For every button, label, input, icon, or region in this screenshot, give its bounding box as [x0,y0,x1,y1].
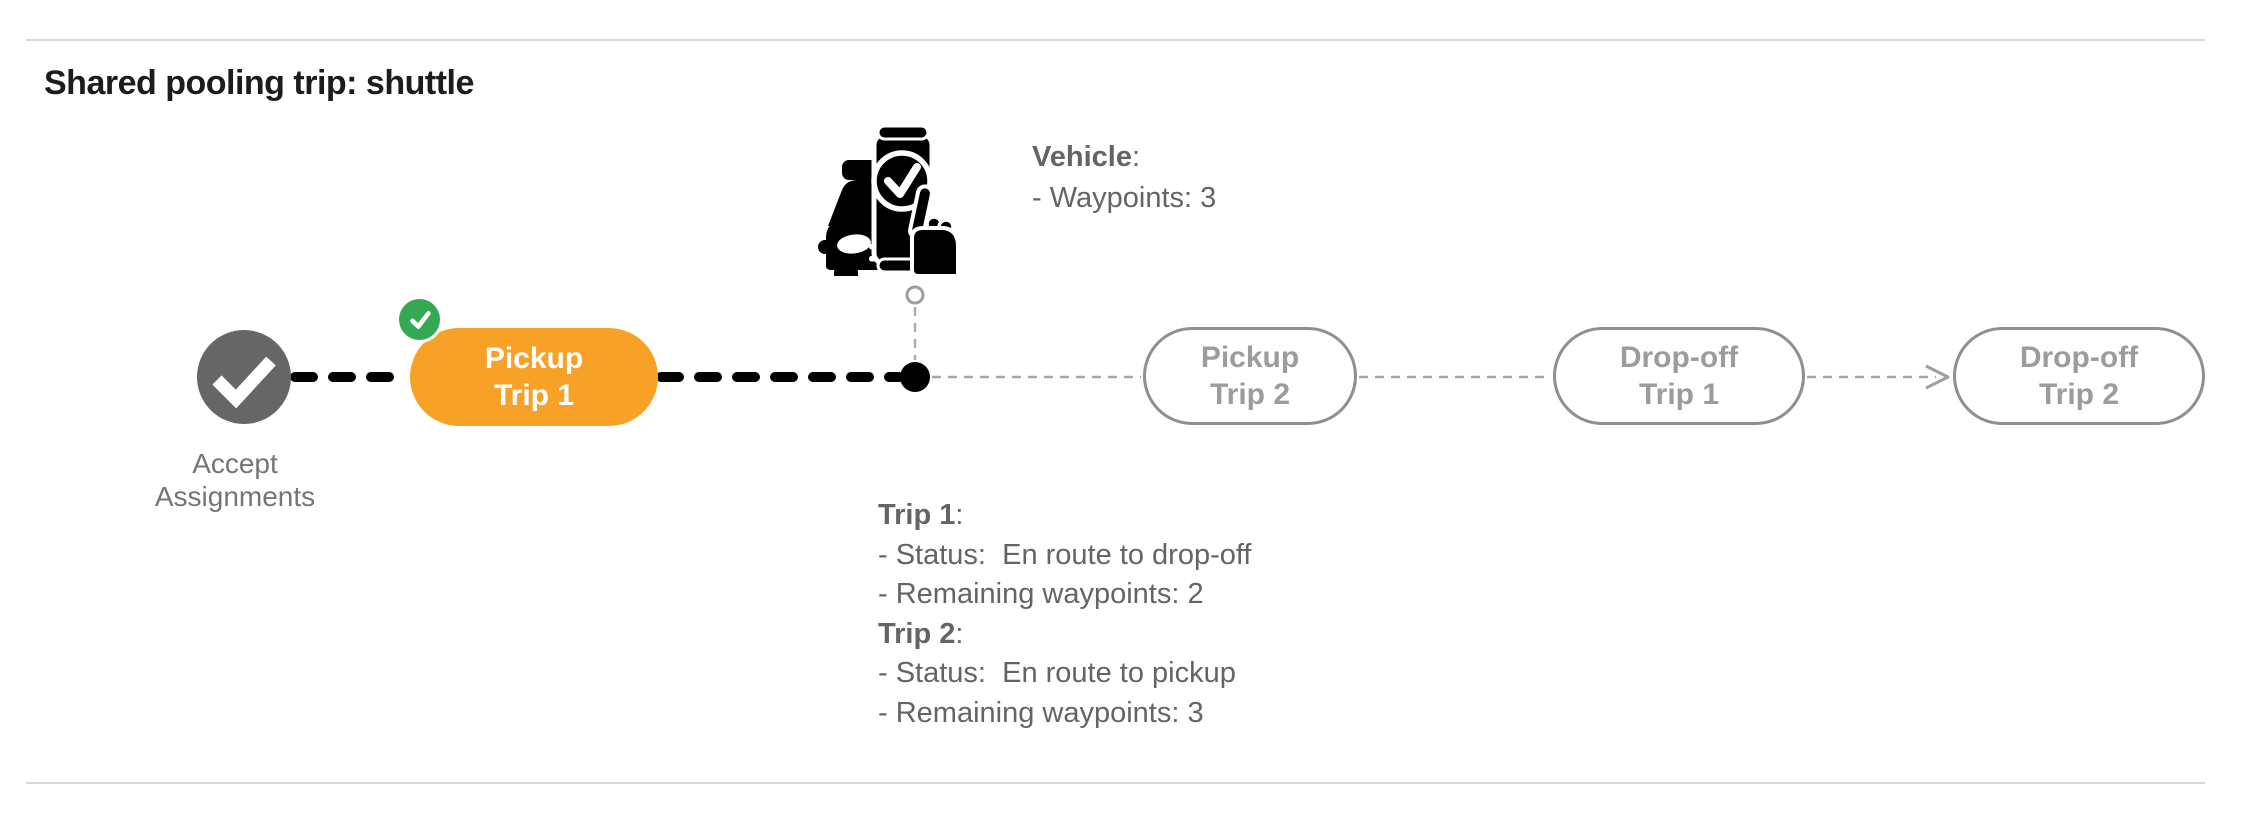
node-accept-assignments [197,330,291,424]
trip1-status: - Status: En route to drop-off [878,538,1252,571]
node-pickup-trip-1: Pickup Trip 1 [410,328,658,426]
vehicle-marker-circle [905,285,925,305]
vehicle-info-waypoints: - Waypoints: 3 [1032,182,1217,214]
trip2-status: - Status: En route to pickup [878,657,1236,689]
check-badge-icon [396,296,443,343]
trip2-remaining-waypoints: - Remaining waypoints: 3 [878,696,1204,729]
trip-info-block: Trip 1: - Status: En route to drop-off -… [878,496,1251,733]
trip2-heading: Trip 2: [878,617,964,650]
check-icon [409,310,431,329]
vehicle-info-block: Vehicle: - Waypoints: 3 [1032,137,1216,219]
page-title: Shared pooling trip: shuttle [44,64,474,102]
vehicle-info-heading: Vehicle: [1032,141,1141,173]
check-icon [212,356,276,409]
node-dropoff-trip-1: Drop-off Trip 1 [1553,327,1805,425]
arrow-right-icon [1925,364,1950,390]
accept-assignments-label: Accept Assignments [154,448,316,512]
bottom-divider [26,782,2205,784]
trip1-remaining-waypoints: - Remaining waypoints: 2 [878,578,1204,610]
top-divider [26,39,2205,41]
trip1-heading: Trip 1: [878,499,964,531]
node-pickup-trip-2: Pickup Trip 2 [1143,327,1357,425]
current-position-dot [900,362,930,392]
taxi-phone-check-icon [818,124,960,282]
node-dropoff-trip-2: Drop-off Trip 2 [1953,327,2205,425]
